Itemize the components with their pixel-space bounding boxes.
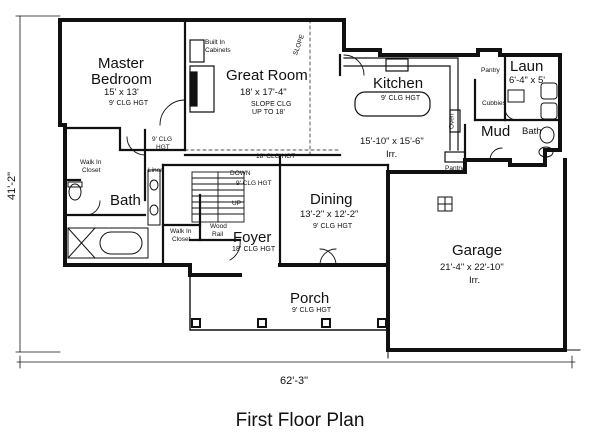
clg-hgt-9-b: HGT <box>156 144 170 151</box>
great-room-size: 18' x 17'-4" <box>240 87 287 98</box>
laundry-size: 6'-4" x 5' <box>509 75 546 86</box>
great-room-ceiling-1: SLOPE CLG <box>251 101 292 108</box>
great-room-label: Great Room <box>226 67 308 84</box>
master-bedroom-name-2: Bedroom <box>91 71 152 88</box>
great-room-dashes <box>184 19 341 156</box>
built-in-note-1: Built In <box>205 39 225 46</box>
master-bedroom-ceiling: 9' CLG HGT <box>109 100 149 107</box>
garage-apron <box>387 349 581 359</box>
walk-in-closet-1a: Walk In <box>80 159 102 166</box>
master-bath-label: Bath <box>110 192 141 209</box>
great-room-ceiling-2: UP TO 18' <box>252 109 285 116</box>
mud-label: Mud <box>481 123 511 140</box>
up-note: UP <box>232 200 242 207</box>
stair-clg-note: 9' CLG HGT <box>236 180 272 187</box>
laundry-fixtures <box>507 82 558 158</box>
master-bedroom-label: Master <box>98 56 144 71</box>
foyer-ceiling: 18' CLG HGT <box>232 246 276 253</box>
kitchen-irregular: Irr. <box>386 149 398 160</box>
foyer-label: Foyer <box>233 229 272 246</box>
kitchen-cabinets <box>343 57 466 163</box>
master-bedroom-name-1: Master <box>98 55 144 72</box>
porch-label: Porch <box>290 290 330 307</box>
interior-walls <box>63 18 562 267</box>
dining-label: Dining <box>310 191 353 208</box>
garage-irregular: Irr. <box>469 275 481 286</box>
wood-rail-2: Rail <box>212 231 224 238</box>
walk-in-closet-2a: Walk In <box>170 228 192 235</box>
kitchen-ceiling: 9' CLG HGT <box>381 95 421 102</box>
plan-title: First Floor Plan <box>235 410 365 431</box>
porch-outline <box>189 264 389 331</box>
garage-size: 21'-4" x 22'-10" <box>440 262 504 273</box>
master-bedroom-size: 15' x 13' <box>104 87 139 98</box>
overall-depth: 41'-2" <box>6 171 18 201</box>
fireplace <box>189 39 215 113</box>
small-bath-label: Bath <box>522 126 542 137</box>
dining-ceiling: 9' CLG HGT <box>313 223 353 230</box>
dimension-lines <box>15 15 576 369</box>
overall-width: 62'-3" <box>280 375 309 387</box>
master-bath-fixtures <box>67 169 161 259</box>
built-in-note-2: Cabinets <box>205 47 231 54</box>
kitchen-label: Kitchen <box>373 75 424 92</box>
master-bedroom-label-2: Bedroom <box>91 72 152 87</box>
wood-rail-1: Wood <box>210 223 227 230</box>
clg-hgt-9-a: 9' CLG <box>152 136 173 143</box>
oven-note: Oven <box>448 113 456 130</box>
linen-note: Linen <box>148 167 164 174</box>
door-swings <box>85 54 518 266</box>
stairs <box>191 171 245 223</box>
kitchen-size: 15'-10" x 15'-6" <box>360 136 424 147</box>
garage-label: Garage <box>452 242 503 259</box>
dining-size: 13'-2" x 12'-2" <box>300 209 359 220</box>
walk-in-closet-2b: Closet <box>172 236 191 243</box>
pantry-top: Pantry <box>481 67 500 74</box>
porch-ceiling: 9' CLG HGT <box>292 307 332 314</box>
clg-hgt-18: 18' CLG HGT <box>256 153 296 160</box>
cubbies-note: Cubbies <box>482 100 506 107</box>
laundry-label: Laun <box>510 58 544 75</box>
garage-post <box>437 196 453 212</box>
pantry-bottom: Pantry <box>445 165 464 172</box>
down-note: DOWN <box>230 170 251 177</box>
walk-in-closet-1b: Closet <box>82 167 101 174</box>
